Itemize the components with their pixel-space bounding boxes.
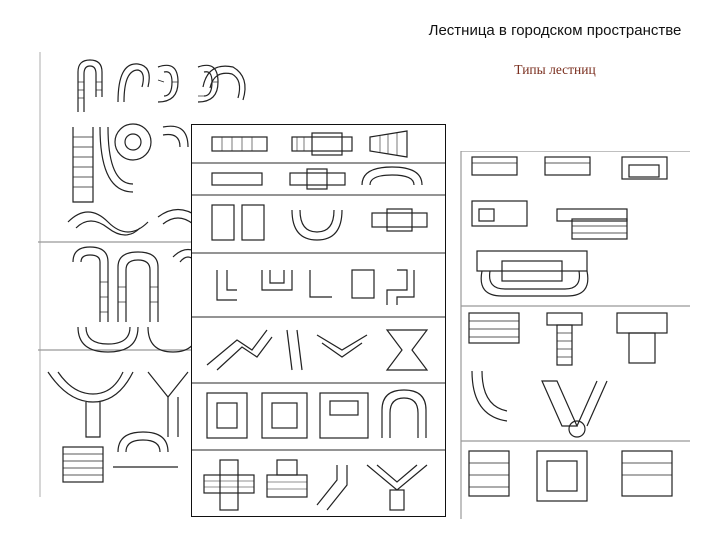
slide-subtitle: Типы лестниц	[514, 62, 596, 77]
right-stair-plans-figure	[457, 151, 690, 519]
middle-stair-plans-figure	[191, 124, 446, 517]
slide-title: Лестница в городском пространстве	[428, 22, 682, 39]
